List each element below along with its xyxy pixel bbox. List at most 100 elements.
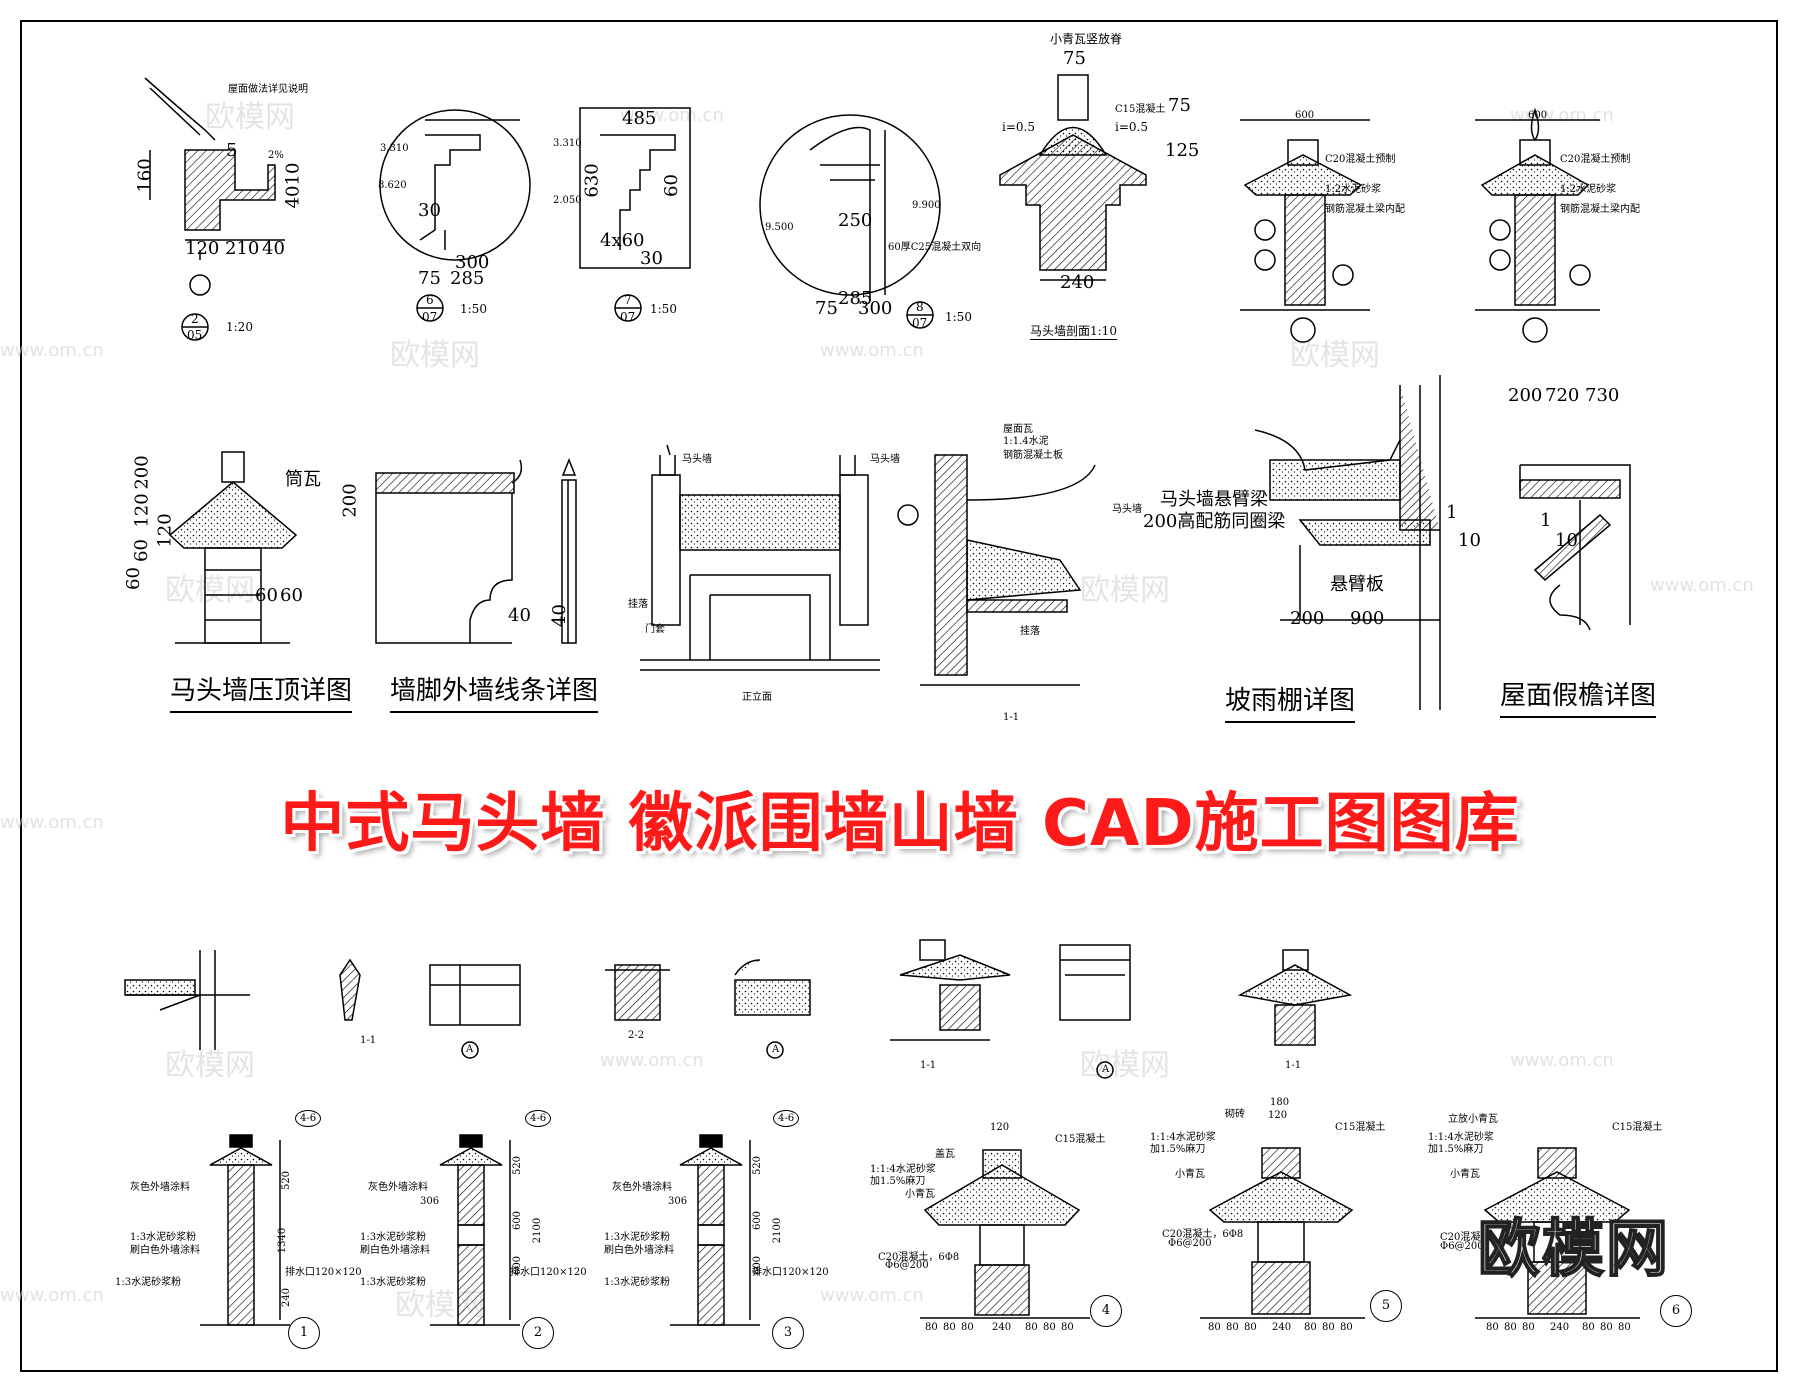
s5-dim: 240 <box>1272 1322 1292 1333</box>
p2-callout: 4-6 <box>525 1110 552 1127</box>
d2-dim: 75 <box>418 268 441 289</box>
s5-dim: 180 <box>1270 1097 1290 1108</box>
d6-note: 钢筋混凝土梁内配 <box>1325 204 1405 215</box>
detail-canopy-section <box>1254 375 1441 710</box>
r2d5-dim: 10 <box>1458 530 1481 551</box>
d3-dim: 2.050 <box>553 195 582 206</box>
p2-drain: 排水口120×120 <box>510 1267 587 1278</box>
d1-dim: 5 <box>226 140 238 161</box>
r2d5-dim: 900 <box>1350 608 1385 629</box>
p2-dim: 2100 <box>532 1217 544 1244</box>
d2-dim: 30 <box>418 200 441 221</box>
d6-note: C20混凝土预制 <box>1325 154 1396 165</box>
d7-note: C20混凝土预制 <box>1560 154 1631 165</box>
p3-note: 刷白色外墙涂料 <box>604 1245 674 1256</box>
r2d4-label: 1:1.4水泥 <box>1003 436 1049 447</box>
r3-label: A <box>466 1044 474 1055</box>
detail-gate-elevation <box>640 444 880 671</box>
s4-dim: 80 <box>961 1322 974 1333</box>
p1-note: 1:3水泥砂浆粉 <box>130 1232 197 1243</box>
r2d3-label: 门套 <box>645 624 665 635</box>
r2d3-label: 马头墙 <box>870 454 900 465</box>
d1-mark-bot: 05 <box>187 328 203 342</box>
banner-title: 中式马头墙 徽派围墙山墙 CAD施工图图库 <box>280 787 1520 861</box>
s6-dim: 80 <box>1582 1322 1595 1333</box>
p3-note: 1:3水泥砂浆粉 <box>604 1277 671 1288</box>
r3-label: 2-2 <box>628 1030 645 1041</box>
r2d5-label: 马头墙悬臂梁 <box>1160 489 1268 510</box>
d4-scale: 1:50 <box>945 310 972 324</box>
s6-note: C15混凝土 <box>1612 1122 1663 1133</box>
r2d4-caption: 1-1 <box>1003 712 1020 723</box>
r2d1-dim: 60 <box>122 567 144 590</box>
watermark-url: www.om.cn <box>0 340 104 361</box>
p3-dim: 520 <box>752 1155 764 1176</box>
p3-dim: 2100 <box>772 1217 784 1244</box>
s4-dim: 80 <box>1061 1322 1074 1333</box>
r2d6-dim: 200 <box>1508 385 1543 406</box>
s5-dim: 80 <box>1244 1322 1257 1333</box>
detail-coping-section-a <box>1240 119 1370 343</box>
r2d2-dim: 40 <box>548 604 570 627</box>
d4-mark-bot: 07 <box>912 316 928 330</box>
d4-dim: 250 <box>838 210 873 231</box>
watermark-url: www.om.cn <box>620 105 724 126</box>
r3-label: 1-1 <box>920 1060 937 1071</box>
d3-dim: 3.310 <box>553 138 582 149</box>
s6-note: 1:1:4水泥砂浆 <box>1428 1132 1494 1143</box>
d4-dim: 9.500 <box>765 222 794 233</box>
s4-note: 1:1:4水泥砂浆 <box>870 1164 936 1175</box>
s4-dim: 120 <box>990 1122 1010 1133</box>
d5-dim: 125 <box>1165 140 1200 161</box>
r2d5-label: 悬臂板 <box>1330 574 1384 595</box>
d4-dim: 285 <box>838 288 873 309</box>
s4-dim: 80 <box>943 1322 956 1333</box>
s5-note: C15混凝土 <box>1335 1122 1386 1133</box>
p2-dim: 600 <box>512 1210 524 1231</box>
s4-note: C15混凝土 <box>1055 1134 1106 1145</box>
p1-note: 刷白色外墙涂料 <box>130 1245 200 1256</box>
d3-scale: 1:50 <box>650 302 677 316</box>
s4-num: 4 <box>1090 1295 1122 1327</box>
r2d2-caption: 墙脚外墙线条详图 <box>390 670 599 713</box>
detail-eave-section-1 <box>144 77 285 341</box>
detail-box-7 <box>579 107 691 322</box>
s5-note: Φ6@200 <box>1168 1238 1212 1249</box>
s5-dim: 80 <box>1322 1322 1335 1333</box>
s5-dim: 80 <box>1226 1322 1239 1333</box>
d5-dim: 75 <box>1168 95 1191 116</box>
r2d5-caption: 坡雨棚详图 <box>1225 680 1356 723</box>
r2d1-dim: 120 <box>131 493 153 528</box>
s5-note: 加1.5%麻刀 <box>1150 1144 1206 1155</box>
watermark-brand: 欧模网 <box>1290 338 1380 373</box>
watermark-url: www.om.cn <box>820 1285 924 1306</box>
coping-section-5 <box>1200 1147 1365 1319</box>
d1-dim: 160 <box>134 158 156 193</box>
brand-logo: 欧模网 <box>1477 1211 1671 1286</box>
d3-dim: 4x60 <box>600 230 645 251</box>
s5-dim: 120 <box>1268 1110 1288 1121</box>
s6-dim: 240 <box>1550 1322 1570 1333</box>
s4-dim: 240 <box>992 1322 1012 1333</box>
d3-dim: 60 <box>660 174 682 197</box>
p3-note: 1:3水泥砂浆粉 <box>604 1232 671 1243</box>
pillar-elevation-3 <box>670 1134 760 1326</box>
p3-note: 灰色外墙涂料 <box>612 1182 672 1193</box>
d1-dim: 210 <box>225 238 260 259</box>
p1-callout: 4-6 <box>295 1110 322 1127</box>
pillar-elevation-1 <box>200 1134 290 1326</box>
p1-drain: 排水口120×120 <box>285 1267 362 1278</box>
watermark-url: www.om.cn <box>1650 575 1754 596</box>
d5-dim: 240 <box>1060 272 1095 293</box>
d4-note: 60厚C25混凝土双向 <box>888 242 982 253</box>
p3-dim: 600 <box>752 1210 764 1231</box>
r2d1-dim: 60 <box>280 585 303 606</box>
s6-note: C20混凝土，6Φ8 <box>1440 1232 1522 1243</box>
watermark-brand: 欧模网 <box>390 338 480 373</box>
s4-dim: 80 <box>925 1322 938 1333</box>
watermark-url: www.om.cn <box>820 340 924 361</box>
d4-mark-top: 8 <box>916 300 924 314</box>
d2-mark-bot: 07 <box>422 310 438 324</box>
s4-note: Φ6@200 <box>885 1260 929 1271</box>
r2d6-dim: 10 <box>1555 530 1578 551</box>
